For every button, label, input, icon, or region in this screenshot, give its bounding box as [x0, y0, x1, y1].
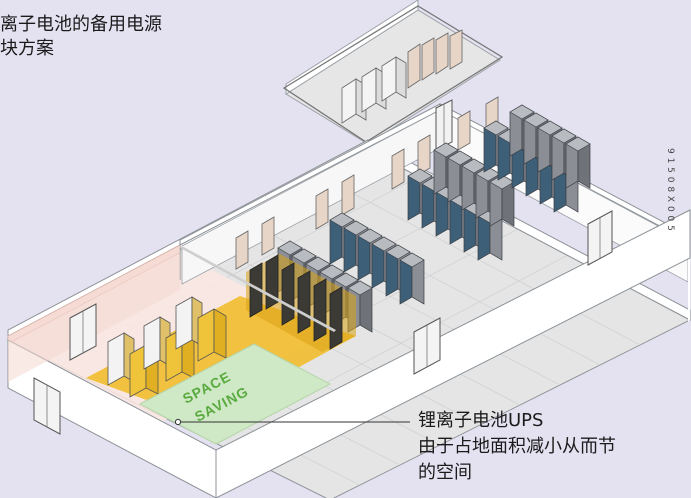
- server-rack-top: [399, 252, 425, 268]
- space-saving-area: [138, 343, 332, 445]
- server-rack-top: [537, 120, 563, 136]
- wall-ups-units: [235, 96, 499, 270]
- server-rack-top: [433, 142, 459, 158]
- server-rack-top: [483, 120, 509, 136]
- server-rack-top: [343, 220, 369, 236]
- server-rack-top: [277, 240, 303, 256]
- server-racks: [277, 104, 591, 333]
- server-rack-top: [357, 228, 383, 244]
- highlight-zone-racks: [249, 254, 343, 350]
- callout-text-line1: 锂离子电池UPS: [418, 410, 544, 431]
- upper-room-door: [435, 99, 453, 151]
- callout-leader: [174, 418, 410, 426]
- upper-room: [282, 0, 504, 145]
- door-left-back: [69, 303, 97, 361]
- server-rack-top: [329, 212, 355, 228]
- server-rack-top: [291, 248, 317, 264]
- partition-wall: [180, 246, 336, 332]
- door-front-left: [33, 377, 61, 435]
- server-rack-top: [523, 112, 549, 128]
- server-rack-top: [385, 244, 411, 260]
- server-rack-top: [551, 128, 577, 144]
- door-front-middle: [413, 317, 441, 375]
- server-rack-top: [371, 236, 397, 252]
- server-rack-top: [509, 104, 535, 120]
- upper-ups-cabinets: [341, 29, 463, 124]
- callout-text-line2: 由于占地面积减小从而节: [418, 436, 616, 457]
- upper-room-wall-top: [282, 5, 504, 143]
- door-front-right: [587, 210, 613, 266]
- diagram-title-line2: 块方案: [0, 38, 54, 59]
- callout-text-line3: 的空间: [418, 462, 472, 483]
- left-room-ups-cabinets: [107, 296, 227, 398]
- diagram-title-line1: 离子电池的备用电源: [0, 14, 162, 35]
- server-rack-top: [565, 136, 591, 152]
- server-rack-top: [407, 168, 433, 184]
- figure-code: 9 1 5 0 8 X 0 0 5: [665, 148, 675, 232]
- right-outer-wall: [688, 240, 690, 322]
- front-wall-right: [215, 209, 691, 498]
- server-rack-top: [447, 150, 473, 166]
